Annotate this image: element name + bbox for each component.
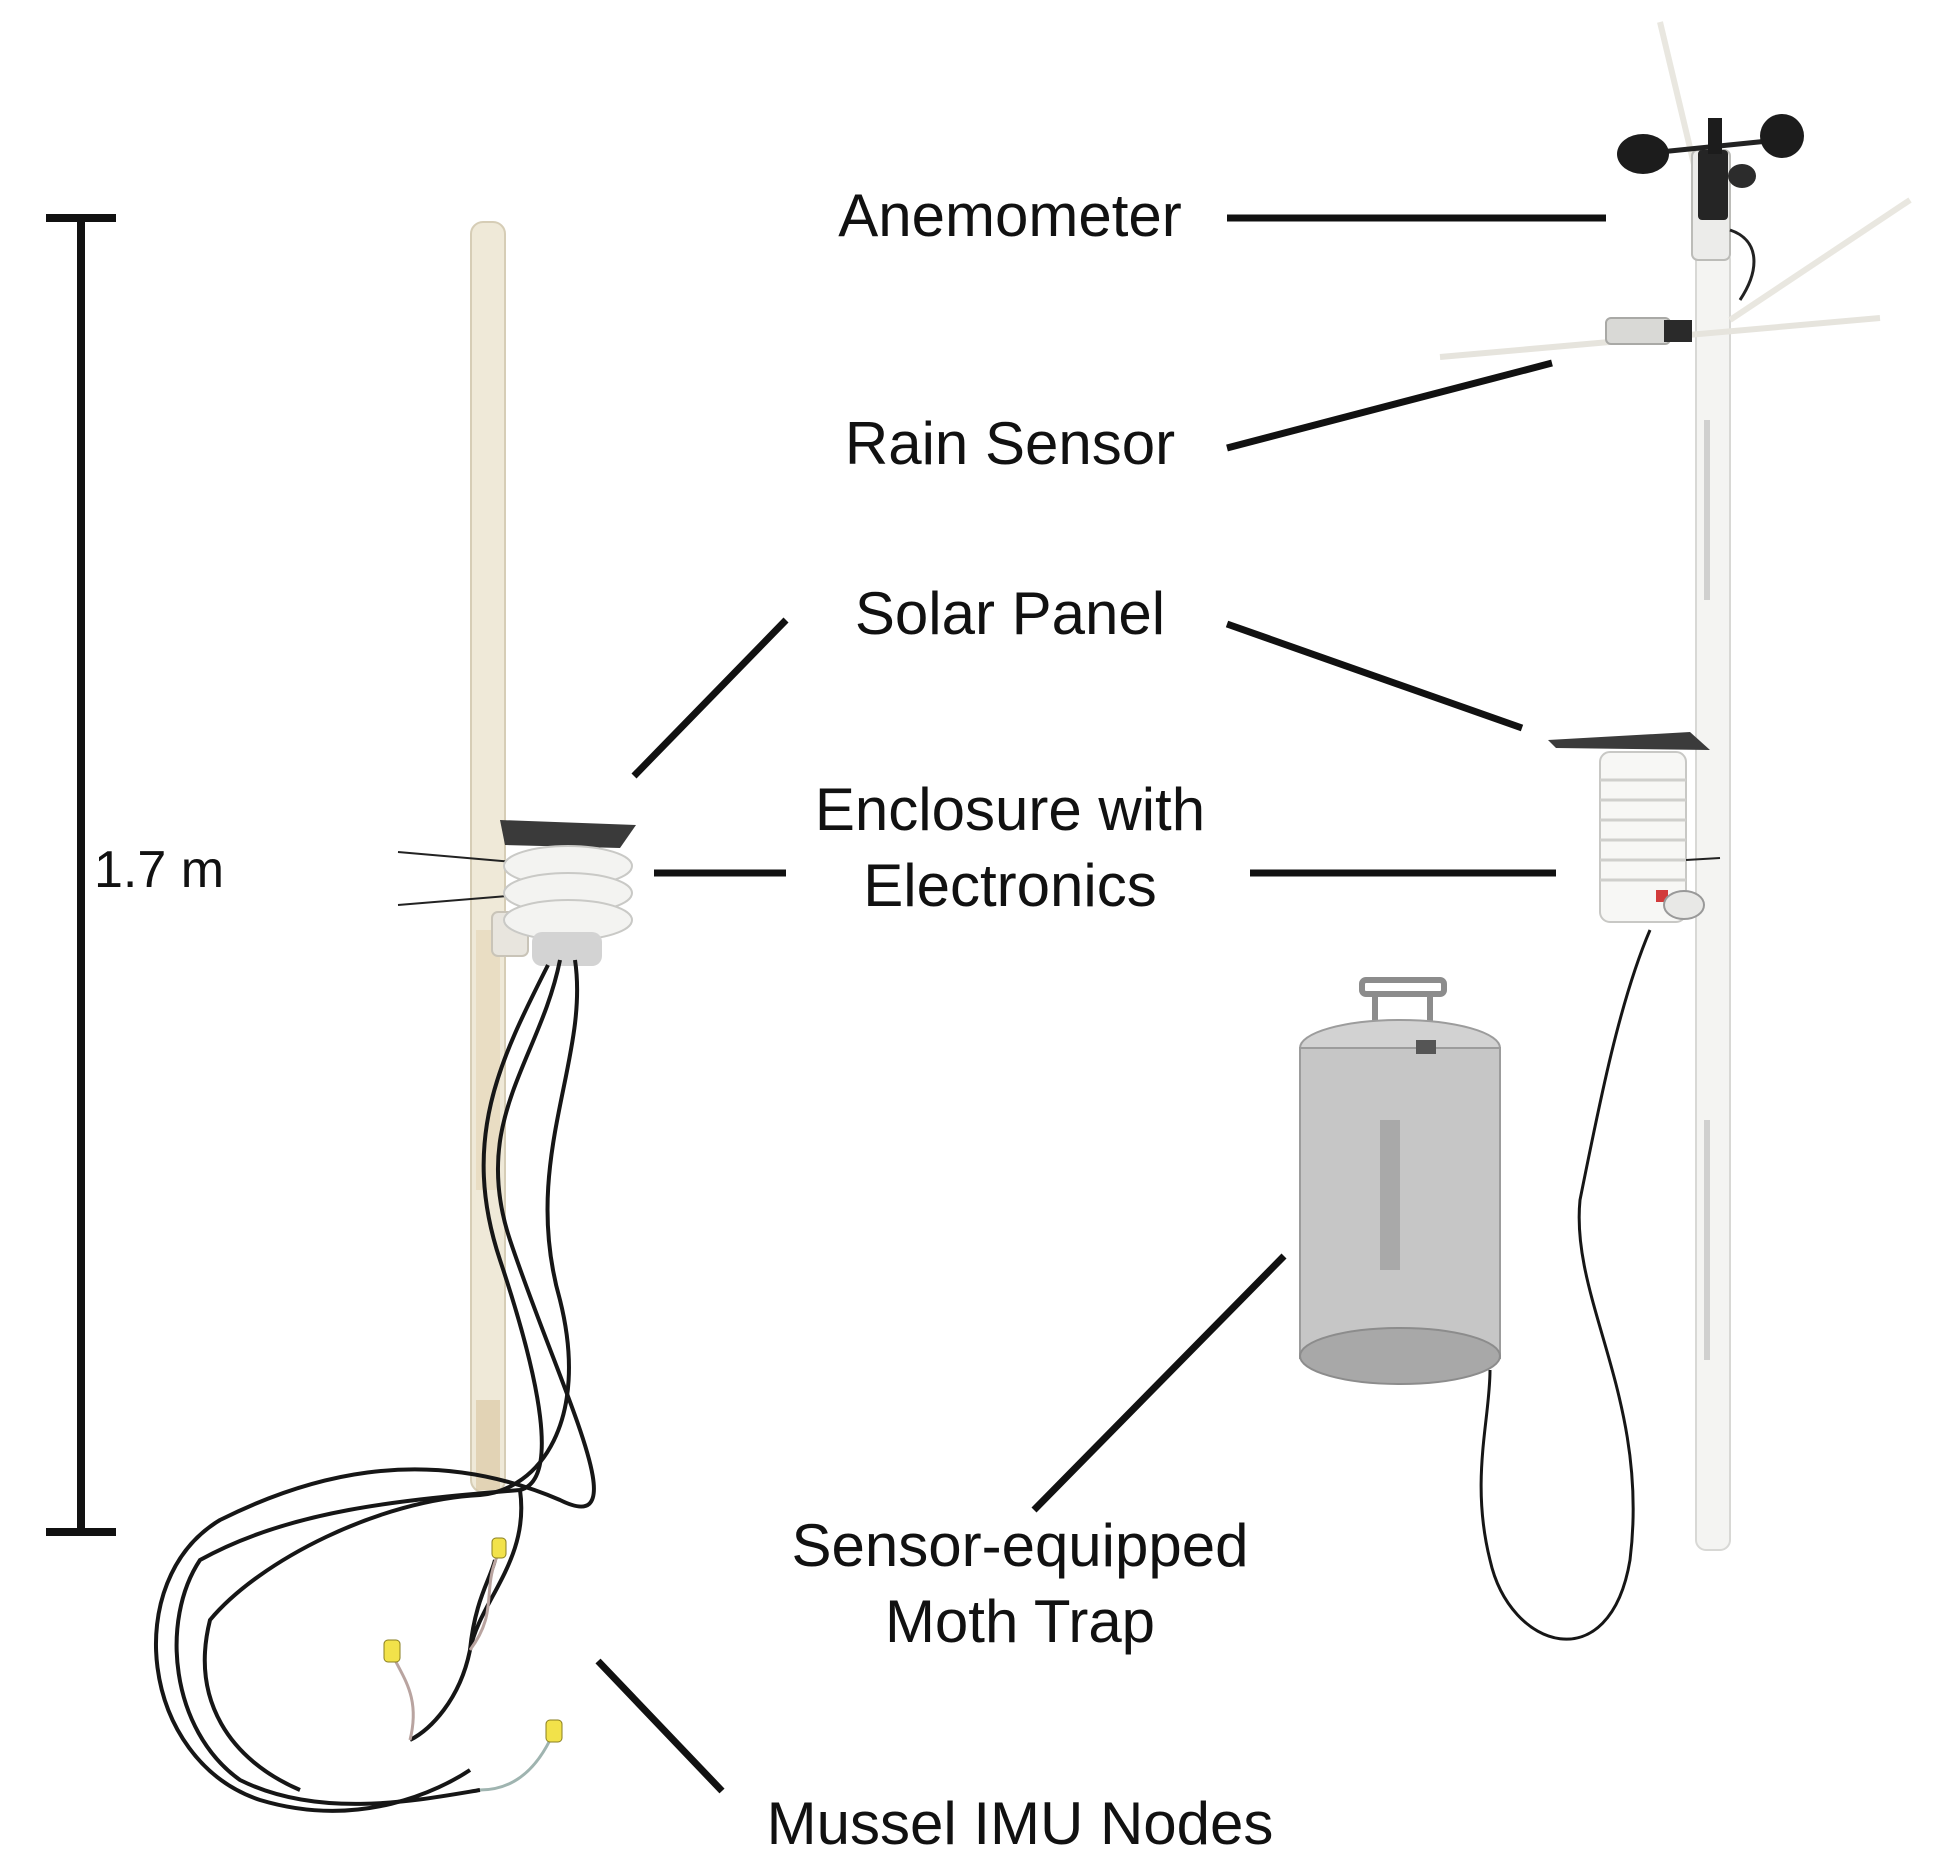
moth-trap-label-line1: Sensor-equipped	[791, 1512, 1249, 1579]
solar-panel-label-text: Solar Panel	[854, 580, 1166, 647]
solar-panel-label: Solar Panel	[800, 576, 1220, 652]
moth-trap-device	[1299, 977, 1501, 1385]
mussel-nodes-leader	[595, 1658, 725, 1794]
mussel-nodes-label: Mussel IMU Nodes	[740, 1786, 1300, 1862]
moth-trap-leader	[1031, 1253, 1287, 1513]
moth-trap-cable	[1479, 929, 1652, 1641]
right-solar-panel	[1548, 732, 1710, 750]
scale-label: 1.7 m	[94, 841, 225, 899]
mussel-station	[153, 221, 636, 1813]
imu-connectors	[383, 1537, 563, 1792]
scale-bar	[46, 214, 116, 1536]
rain-sensor-label: Rain Sensor	[800, 406, 1220, 482]
anemometer-device	[1617, 114, 1804, 301]
left-cables	[153, 959, 596, 1813]
leader-lines	[595, 214, 1606, 1794]
mussel-nodes-label-text: Mussel IMU Nodes	[766, 1790, 1274, 1857]
moth-trap-label: Sensor-equipped Moth Trap	[760, 1508, 1280, 1660]
solar-panel-leader-left	[631, 617, 789, 779]
anemometer-label: Anemometer	[800, 178, 1220, 254]
enclosure-label-line2: Electronics	[863, 852, 1157, 919]
left-pole	[470, 221, 506, 1493]
enclosure-label-line1: Enclosure with	[814, 776, 1206, 843]
right-enclosure	[1599, 751, 1721, 923]
rain-sensor-label-text: Rain Sensor	[844, 410, 1176, 477]
weather-station	[1299, 21, 1912, 1641]
rain-sensor	[1439, 197, 1912, 360]
left-enclosure	[500, 820, 636, 966]
enclosure-label: Enclosure with Electronics	[760, 772, 1260, 924]
anemometer-label-text: Anemometer	[838, 182, 1182, 249]
moth-trap-label-line2: Moth Trap	[884, 1588, 1156, 1655]
rain-sensor-leader	[1226, 359, 1553, 452]
solar-panel-leader-right	[1225, 620, 1524, 732]
